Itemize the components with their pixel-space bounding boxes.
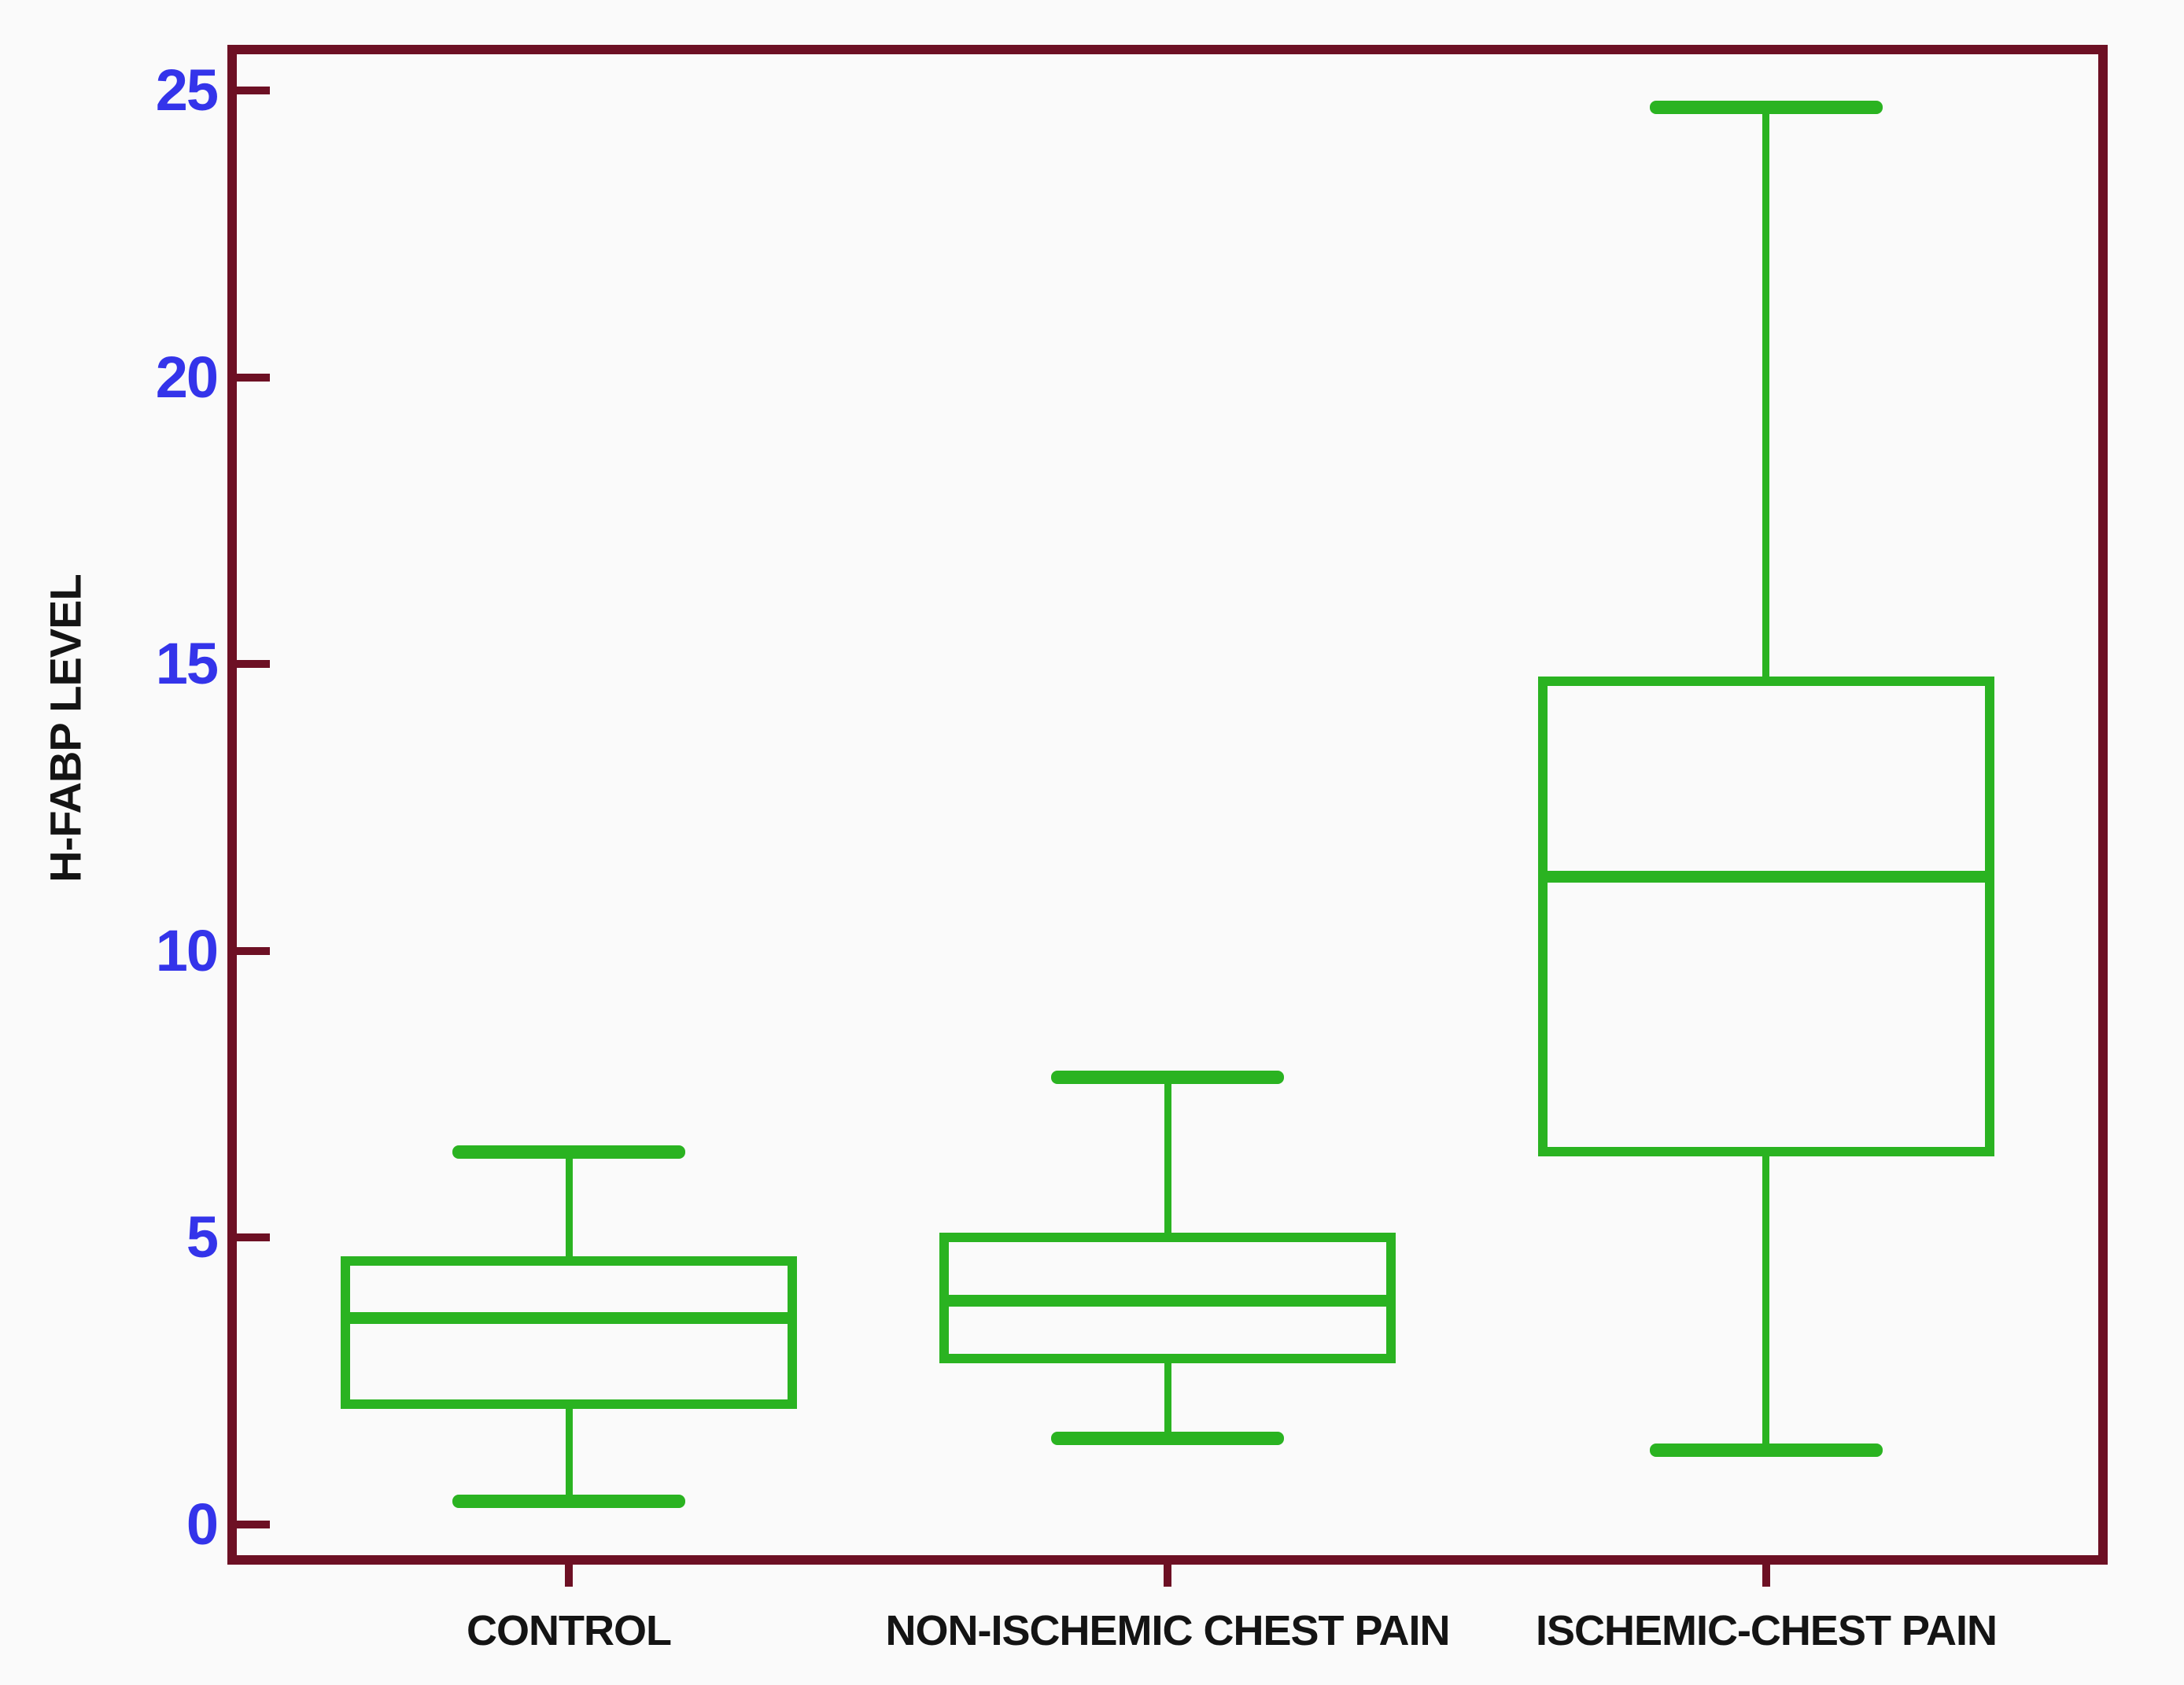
whisker-lower-stem-non-ischemic-chest-pain	[1164, 1362, 1171, 1439]
box-non-ischemic-chest-pain	[939, 1233, 1396, 1363]
y-tick-label-15: 15	[155, 631, 219, 697]
y-tick-label-10: 10	[155, 917, 219, 983]
whisker-upper-stem-non-ischemic-chest-pain	[1164, 1077, 1171, 1233]
x-category-label-control: CONTROL	[467, 1607, 672, 1654]
plot-frame	[227, 45, 2108, 1565]
x-tick-mark-control	[565, 1555, 574, 1587]
whisker-cap-min-control	[452, 1495, 686, 1509]
y-tick-mark-5	[237, 1233, 270, 1242]
whisker-cap-min-ischemic-chest-pain	[1649, 1443, 1883, 1457]
whisker-lower-stem-control	[565, 1408, 573, 1502]
whisker-upper-stem-ischemic-chest-pain	[1762, 107, 1770, 677]
x-category-label-non-ischemic-chest-pain: NON-ISCHEMIC CHEST PAIN	[885, 1607, 1450, 1654]
median-line-control	[341, 1311, 798, 1324]
whisker-cap-min-non-ischemic-chest-pain	[1051, 1432, 1284, 1446]
x-tick-mark-ischemic-chest-pain	[1762, 1555, 1770, 1587]
median-line-ischemic-chest-pain	[1537, 870, 1994, 883]
y-tick-mark-20	[237, 373, 270, 382]
y-tick-label-25: 25	[155, 57, 219, 123]
whisker-cap-max-ischemic-chest-pain	[1649, 101, 1883, 115]
whisker-upper-stem-control	[565, 1152, 573, 1256]
y-axis-title: H-FABP LEVEL	[40, 574, 90, 883]
y-tick-label-20: 20	[155, 344, 219, 410]
whisker-cap-max-non-ischemic-chest-pain	[1051, 1070, 1284, 1084]
y-tick-label-5: 5	[186, 1204, 219, 1270]
y-tick-mark-10	[237, 946, 270, 955]
y-tick-mark-25	[237, 87, 270, 94]
x-tick-mark-non-ischemic-chest-pain	[1164, 1555, 1171, 1587]
y-tick-mark-15	[237, 660, 270, 669]
x-category-label-ischemic-chest-pain: ISCHEMIC-CHEST PAIN	[1535, 1607, 1998, 1654]
y-tick-mark-0	[237, 1521, 270, 1528]
y-tick-label-0: 0	[186, 1491, 219, 1557]
whisker-lower-stem-ischemic-chest-pain	[1762, 1156, 1770, 1451]
median-line-non-ischemic-chest-pain	[939, 1295, 1396, 1307]
box-control	[341, 1255, 798, 1409]
whisker-cap-max-control	[452, 1145, 686, 1159]
box-ischemic-chest-pain	[1537, 677, 1994, 1156]
